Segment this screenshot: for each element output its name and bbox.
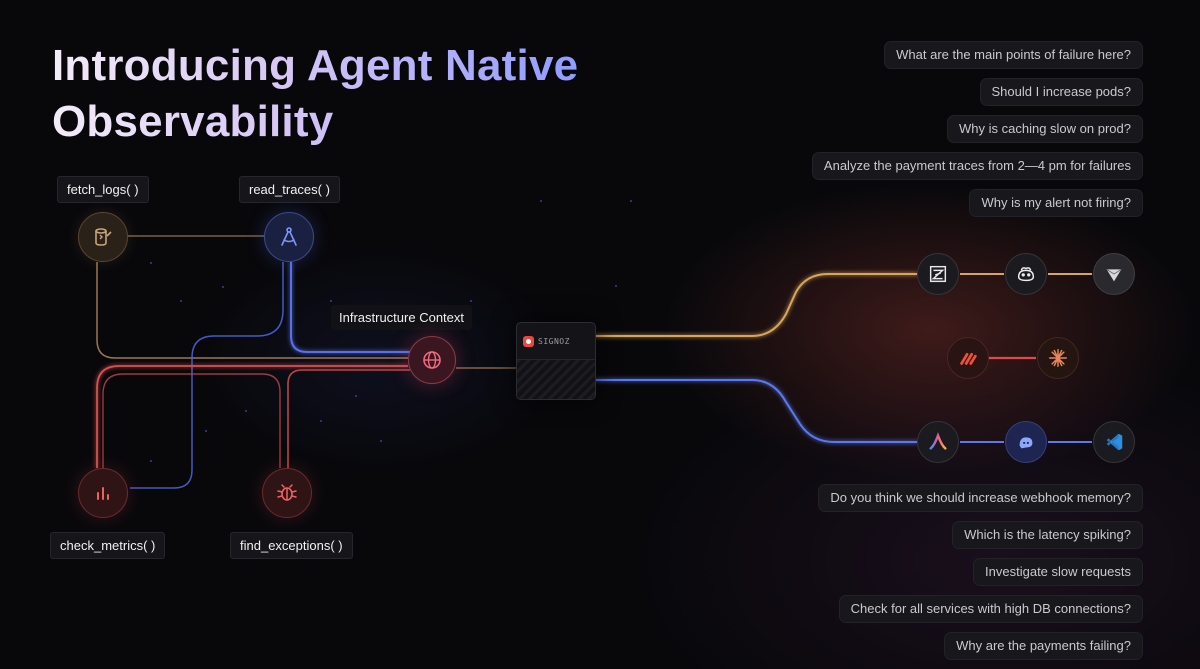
compass-icon [281, 227, 297, 246]
question-chip[interactable]: Should I increase pods? [979, 78, 1143, 106]
wire-metrics-infra-2 [102, 373, 281, 468]
read-traces-label: read_traces( ) [239, 176, 340, 203]
metrics-node[interactable] [78, 468, 128, 518]
tool-vscode[interactable] [1093, 421, 1135, 463]
bug-icon [277, 484, 297, 501]
signoz-hub[interactable]: SIGNOZ [516, 322, 596, 400]
star-dot [150, 262, 152, 264]
wire-traces-metrics [130, 262, 284, 489]
question-chip[interactable]: Which is the latency spiking? [952, 521, 1143, 549]
wire-hub-top [594, 273, 918, 337]
star-dot [615, 285, 617, 287]
title-line-1: Introducing Agent Native [52, 41, 579, 90]
bar-chart-icon [97, 487, 109, 500]
claude-icon [1049, 349, 1067, 367]
question-chip[interactable]: Do you think we should increase webhook … [818, 484, 1143, 512]
question-chip[interactable]: Analyze the payment traces from 2—4 pm f… [811, 152, 1143, 180]
tool-zed[interactable] [917, 253, 959, 295]
wire-metrics-infra [96, 365, 408, 468]
question-chip[interactable]: What are the main points of failure here… [884, 41, 1143, 69]
hub-name: SIGNOZ [538, 336, 570, 346]
tool-windsurf[interactable] [947, 337, 989, 379]
star-dot [205, 430, 207, 432]
question-chip[interactable]: Why is caching slow on prod? [947, 115, 1143, 143]
star-dot [320, 420, 322, 422]
cline-icon [1019, 437, 1033, 449]
wire-logs-infra [96, 262, 408, 359]
zed-icon [929, 265, 947, 283]
traces-node[interactable] [264, 212, 314, 262]
question-chip[interactable]: Investigate slow requests [973, 558, 1143, 586]
tool-antigravity[interactable] [917, 421, 959, 463]
find-exceptions-label: find_exceptions( ) [230, 532, 353, 559]
question-chip[interactable]: Why is my alert not firing? [969, 189, 1143, 217]
logs-node[interactable] [78, 212, 128, 262]
exceptions-node[interactable] [262, 468, 312, 518]
page-title: Introducing Agent Native Observability [52, 38, 578, 150]
vscode-icon [1106, 433, 1123, 451]
wire-exceptions-infra [287, 369, 410, 468]
tool-cursor[interactable] [1093, 253, 1135, 295]
star-dot [630, 200, 632, 202]
infrastructure-node[interactable] [408, 336, 456, 384]
signoz-logo-icon [523, 335, 534, 347]
hub-body [517, 359, 595, 399]
windsurf-icon [960, 352, 977, 365]
star-dot [540, 200, 542, 202]
star-dot [380, 440, 382, 442]
question-chip[interactable]: Check for all services with high DB conn… [838, 595, 1143, 623]
antigravity-icon [929, 432, 947, 450]
wire-traces-infra [290, 262, 410, 353]
question-chip[interactable]: Why are the payments failing? [944, 632, 1143, 660]
tool-claude[interactable] [1037, 337, 1079, 379]
fetch-logs-label: fetch_logs( ) [57, 176, 149, 203]
hub-header: SIGNOZ [517, 323, 595, 359]
cursor-icon [1106, 269, 1122, 282]
title-line-2: Observability [52, 97, 334, 146]
globe-icon [423, 351, 441, 369]
star-dot [180, 300, 182, 302]
tool-copilot[interactable] [1005, 253, 1047, 295]
star-dot [245, 410, 247, 412]
log-file-icon [95, 228, 112, 246]
star-dot [470, 300, 472, 302]
star-dot [355, 395, 357, 397]
check-metrics-label: check_metrics( ) [50, 532, 166, 559]
infrastructure-context-label: Infrastructure Context [331, 305, 472, 330]
star-dot [150, 460, 152, 462]
copilot-icon [1017, 267, 1035, 282]
wire-hub-bottom [594, 379, 918, 443]
star-dot [330, 300, 332, 302]
star-dot [222, 286, 224, 288]
tool-cline[interactable] [1005, 421, 1047, 463]
